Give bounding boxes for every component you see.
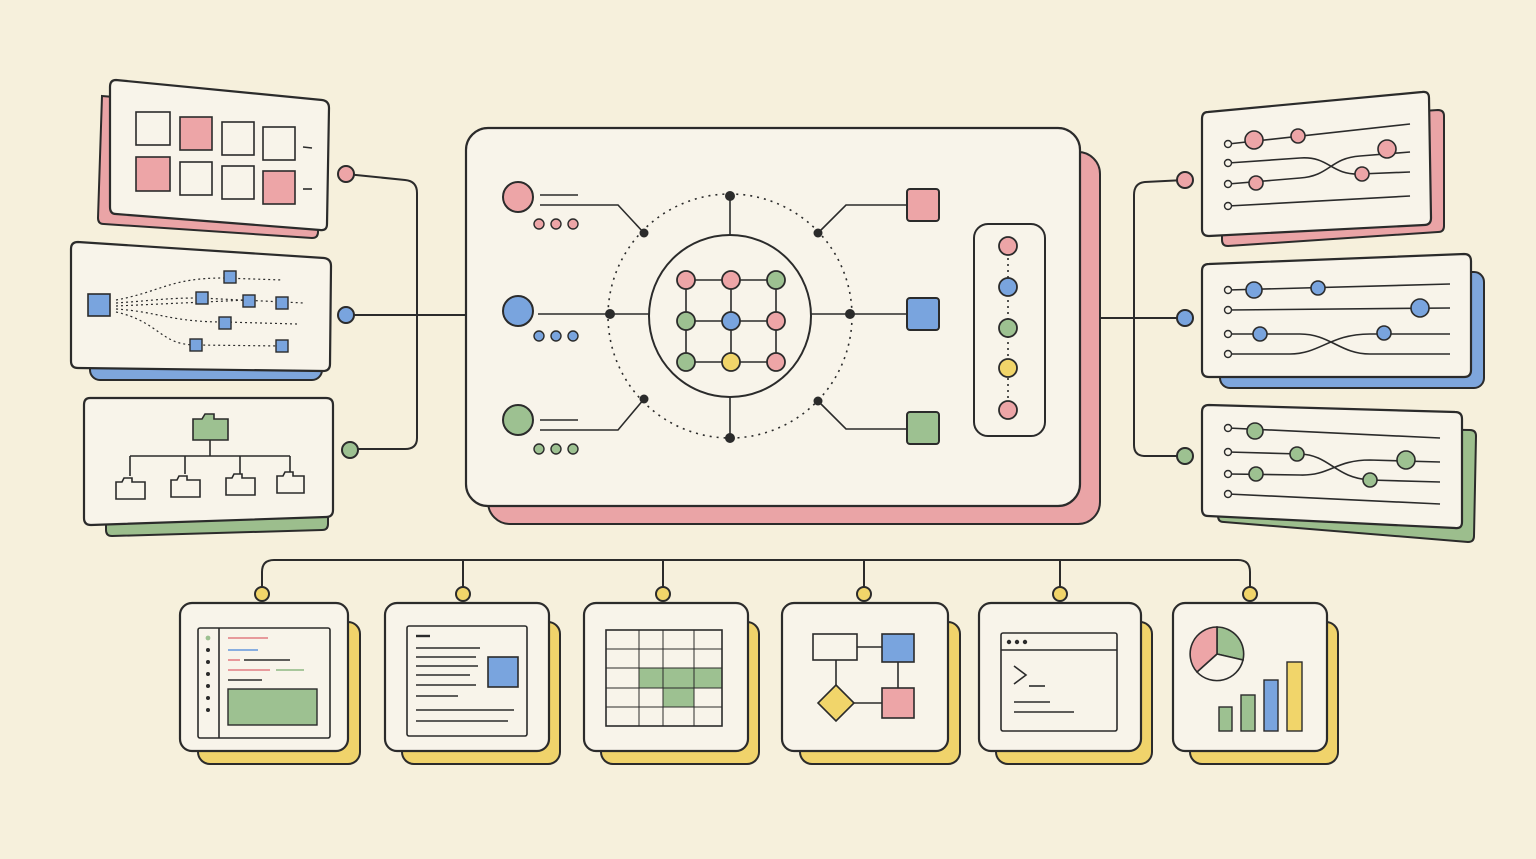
terminal-icon [1000,632,1118,732]
track-lines-panel-3 [1200,403,1478,544]
analytics-chart-icon [1189,626,1303,732]
code-editor-icon [197,627,331,739]
output-node-icon [817,188,940,445]
connector-lines [261,173,1251,594]
right-connector-nodes [1176,171,1194,465]
input-node-icon [502,181,645,455]
spreadsheet-card [582,601,760,765]
neural-network-icon [605,191,855,443]
code-editor-card [178,601,361,765]
track-lines-panel-1 [1200,90,1445,248]
spreadsheet-icon [605,629,723,727]
terminal-card [977,601,1153,765]
track-lines-panel-2 [1200,252,1485,389]
grid-board-panel [96,78,331,240]
document-icon [406,625,528,737]
folder-tree-panel [82,396,335,538]
left-connector-nodes [337,165,359,459]
bottom-connector-nodes [254,586,1258,602]
flowchart-icon [812,633,915,723]
vertical-pipeline-icon [973,223,1046,437]
document-card [383,601,561,765]
branching-flow-panel [69,240,333,381]
analytics-card [1171,601,1339,765]
flowchart-card [780,601,961,765]
central-hub [464,126,1101,525]
